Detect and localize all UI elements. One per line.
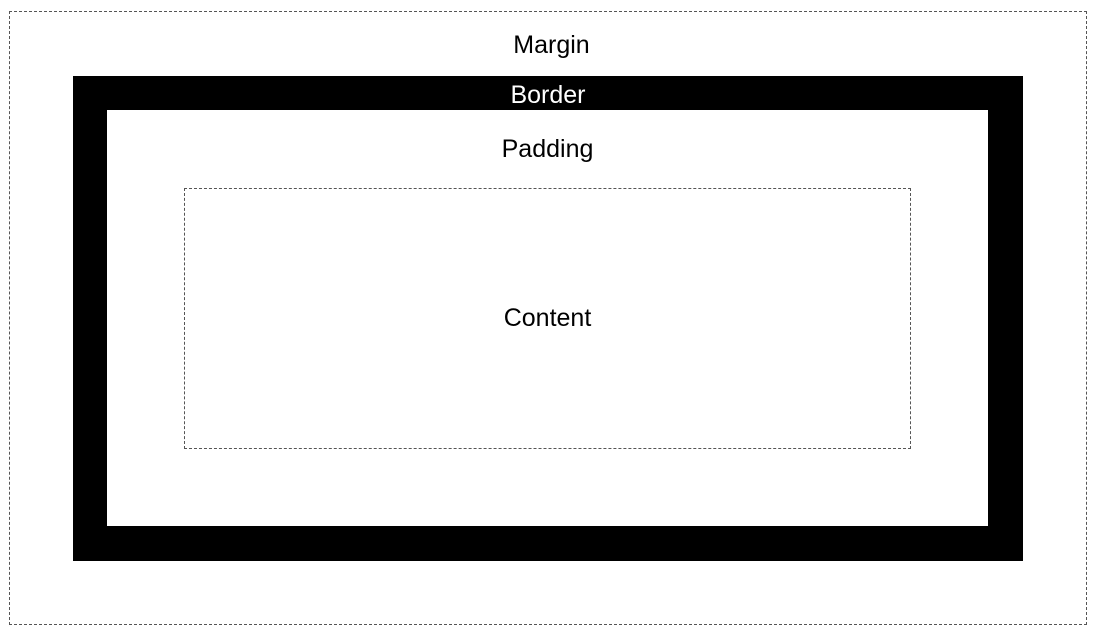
content-area xyxy=(184,188,911,449)
content-label: Content xyxy=(503,304,592,332)
margin-area xyxy=(9,11,1087,625)
padding-label: Padding xyxy=(501,135,594,163)
margin-label: Margin xyxy=(513,31,590,59)
padding-area xyxy=(107,110,988,526)
border-label: Border xyxy=(510,81,586,109)
